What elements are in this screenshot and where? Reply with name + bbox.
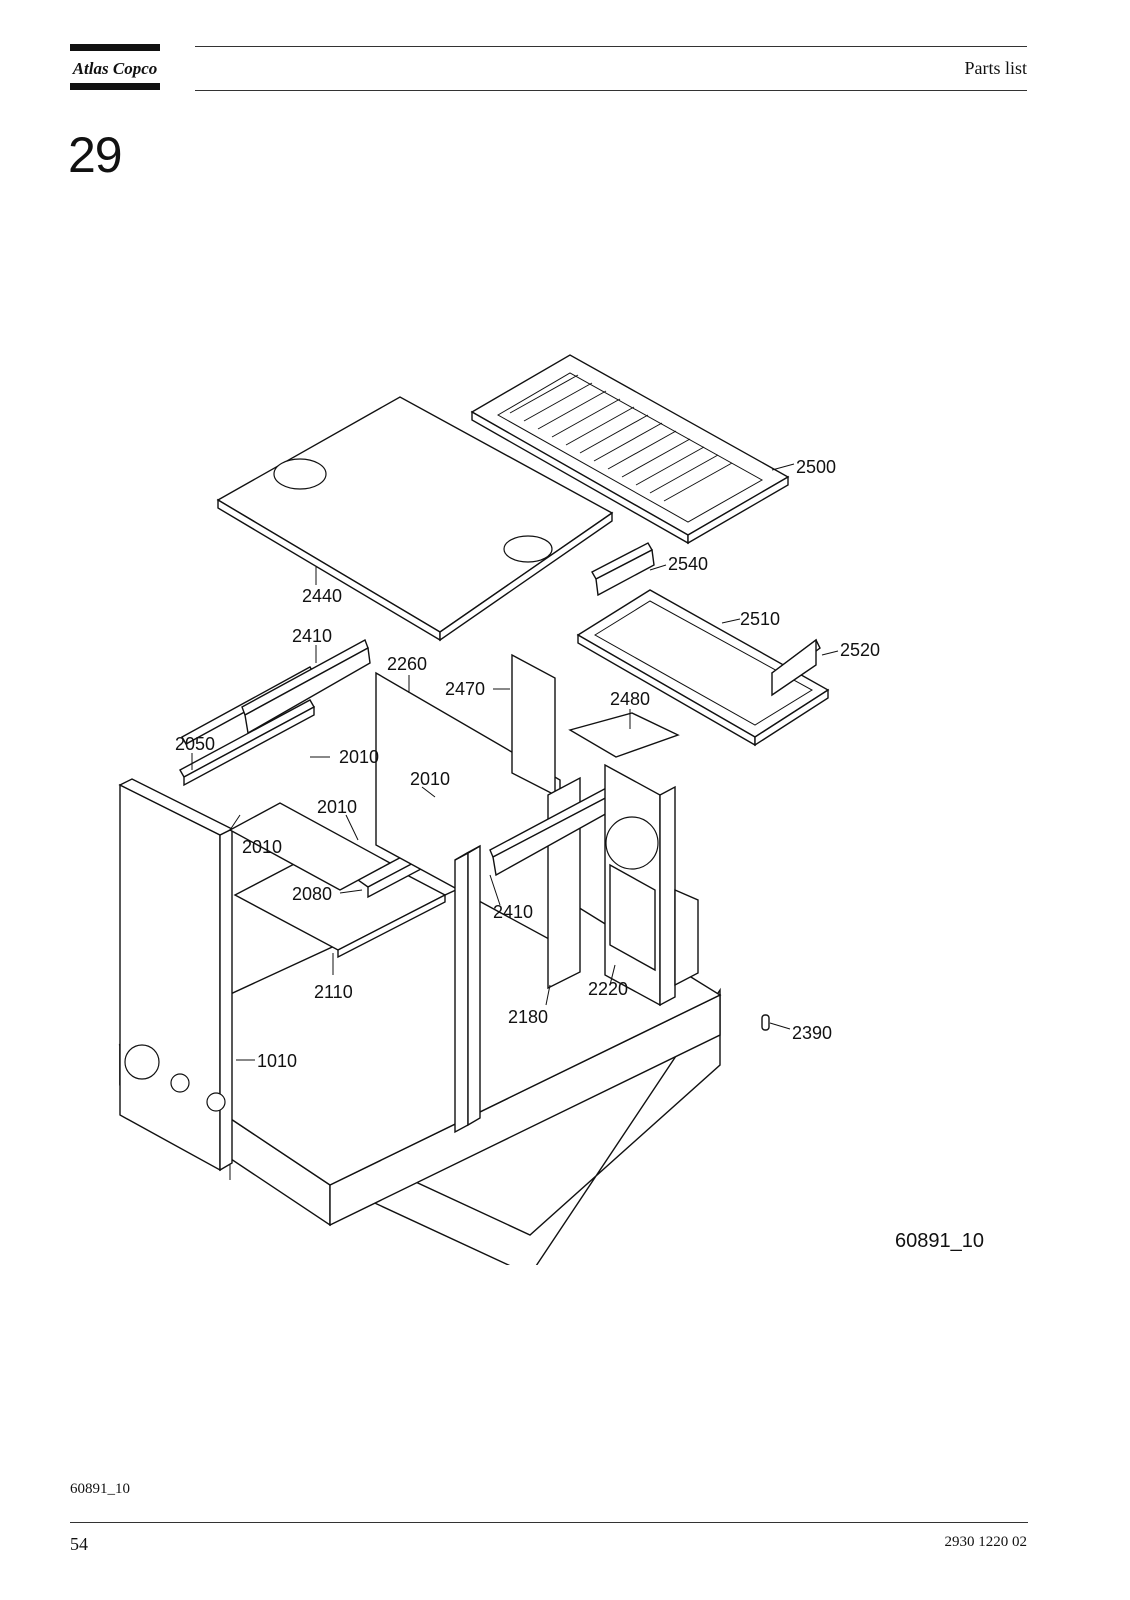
vertical-post bbox=[454, 844, 481, 1134]
bracket-2540 bbox=[591, 542, 655, 597]
logo-graphic: Atlas Copco bbox=[70, 44, 160, 90]
header-rule-bottom bbox=[195, 90, 1027, 91]
clip-2390 bbox=[761, 1014, 770, 1031]
side-panel-1010 bbox=[118, 778, 234, 1172]
rear-frame-2220 bbox=[604, 763, 699, 1007]
logo-wordmark: Atlas Copco bbox=[72, 59, 158, 78]
callout-2470: 2470 bbox=[445, 679, 485, 699]
bracket-2410-top bbox=[241, 638, 371, 735]
callout-2260: 2260 bbox=[387, 654, 427, 674]
plate-2520 bbox=[771, 638, 821, 697]
callout-2220: 2220 bbox=[588, 979, 628, 999]
page-number: 54 bbox=[70, 1534, 88, 1554]
header-title: Parts list bbox=[964, 58, 1027, 78]
grille-2500 bbox=[470, 354, 790, 545]
footer-rule bbox=[70, 1522, 1028, 1523]
atlas-copco-logo: Atlas Copco bbox=[70, 44, 162, 94]
callout-2410-top: 2410 bbox=[292, 626, 332, 646]
callout-2540: 2540 bbox=[668, 554, 708, 574]
document-number: 2930 1220 02 bbox=[944, 1534, 1028, 1550]
callout-2480: 2480 bbox=[610, 689, 650, 709]
callout-2510: 2510 bbox=[740, 609, 780, 629]
callout-2440: 2440 bbox=[302, 586, 342, 606]
footer-figure-ref: 60891_10 bbox=[70, 1481, 130, 1497]
callout-2010-a: 2010 bbox=[339, 747, 379, 767]
callout-2010-b: 2010 bbox=[410, 769, 450, 789]
figure-id: 60891_10 bbox=[895, 1230, 984, 1252]
frame-2510 bbox=[576, 589, 830, 747]
section-number: 29 bbox=[68, 127, 123, 183]
callout-2390: 2390 bbox=[792, 1023, 832, 1043]
top-cover-2440 bbox=[216, 396, 614, 642]
leader-lines bbox=[191, 463, 839, 1061]
parts-illustration: 2500 2440 2540 2510 2520 2410 2260 2470 … bbox=[118, 354, 880, 1276]
callout-2080: 2080 bbox=[292, 884, 332, 904]
callout-2410-lower: 2410 bbox=[493, 902, 533, 922]
callout-2010-d: 2010 bbox=[242, 837, 282, 857]
callout-2050: 2050 bbox=[175, 734, 215, 754]
callout-1010: 1010 bbox=[257, 1051, 297, 1071]
callout-2520: 2520 bbox=[840, 640, 880, 660]
exploded-parts-drawing: 2500 2440 2540 2510 2520 2410 2260 2470 … bbox=[100, 345, 1000, 1276]
callout-2010-c: 2010 bbox=[317, 797, 357, 817]
plate-2480 bbox=[568, 712, 680, 758]
callout-2110: 2110 bbox=[314, 982, 353, 1002]
header-rule-top bbox=[195, 46, 1027, 47]
callout-2500: 2500 bbox=[796, 457, 836, 477]
callout-2180: 2180 bbox=[508, 1007, 548, 1027]
panel-2470 bbox=[511, 653, 556, 797]
